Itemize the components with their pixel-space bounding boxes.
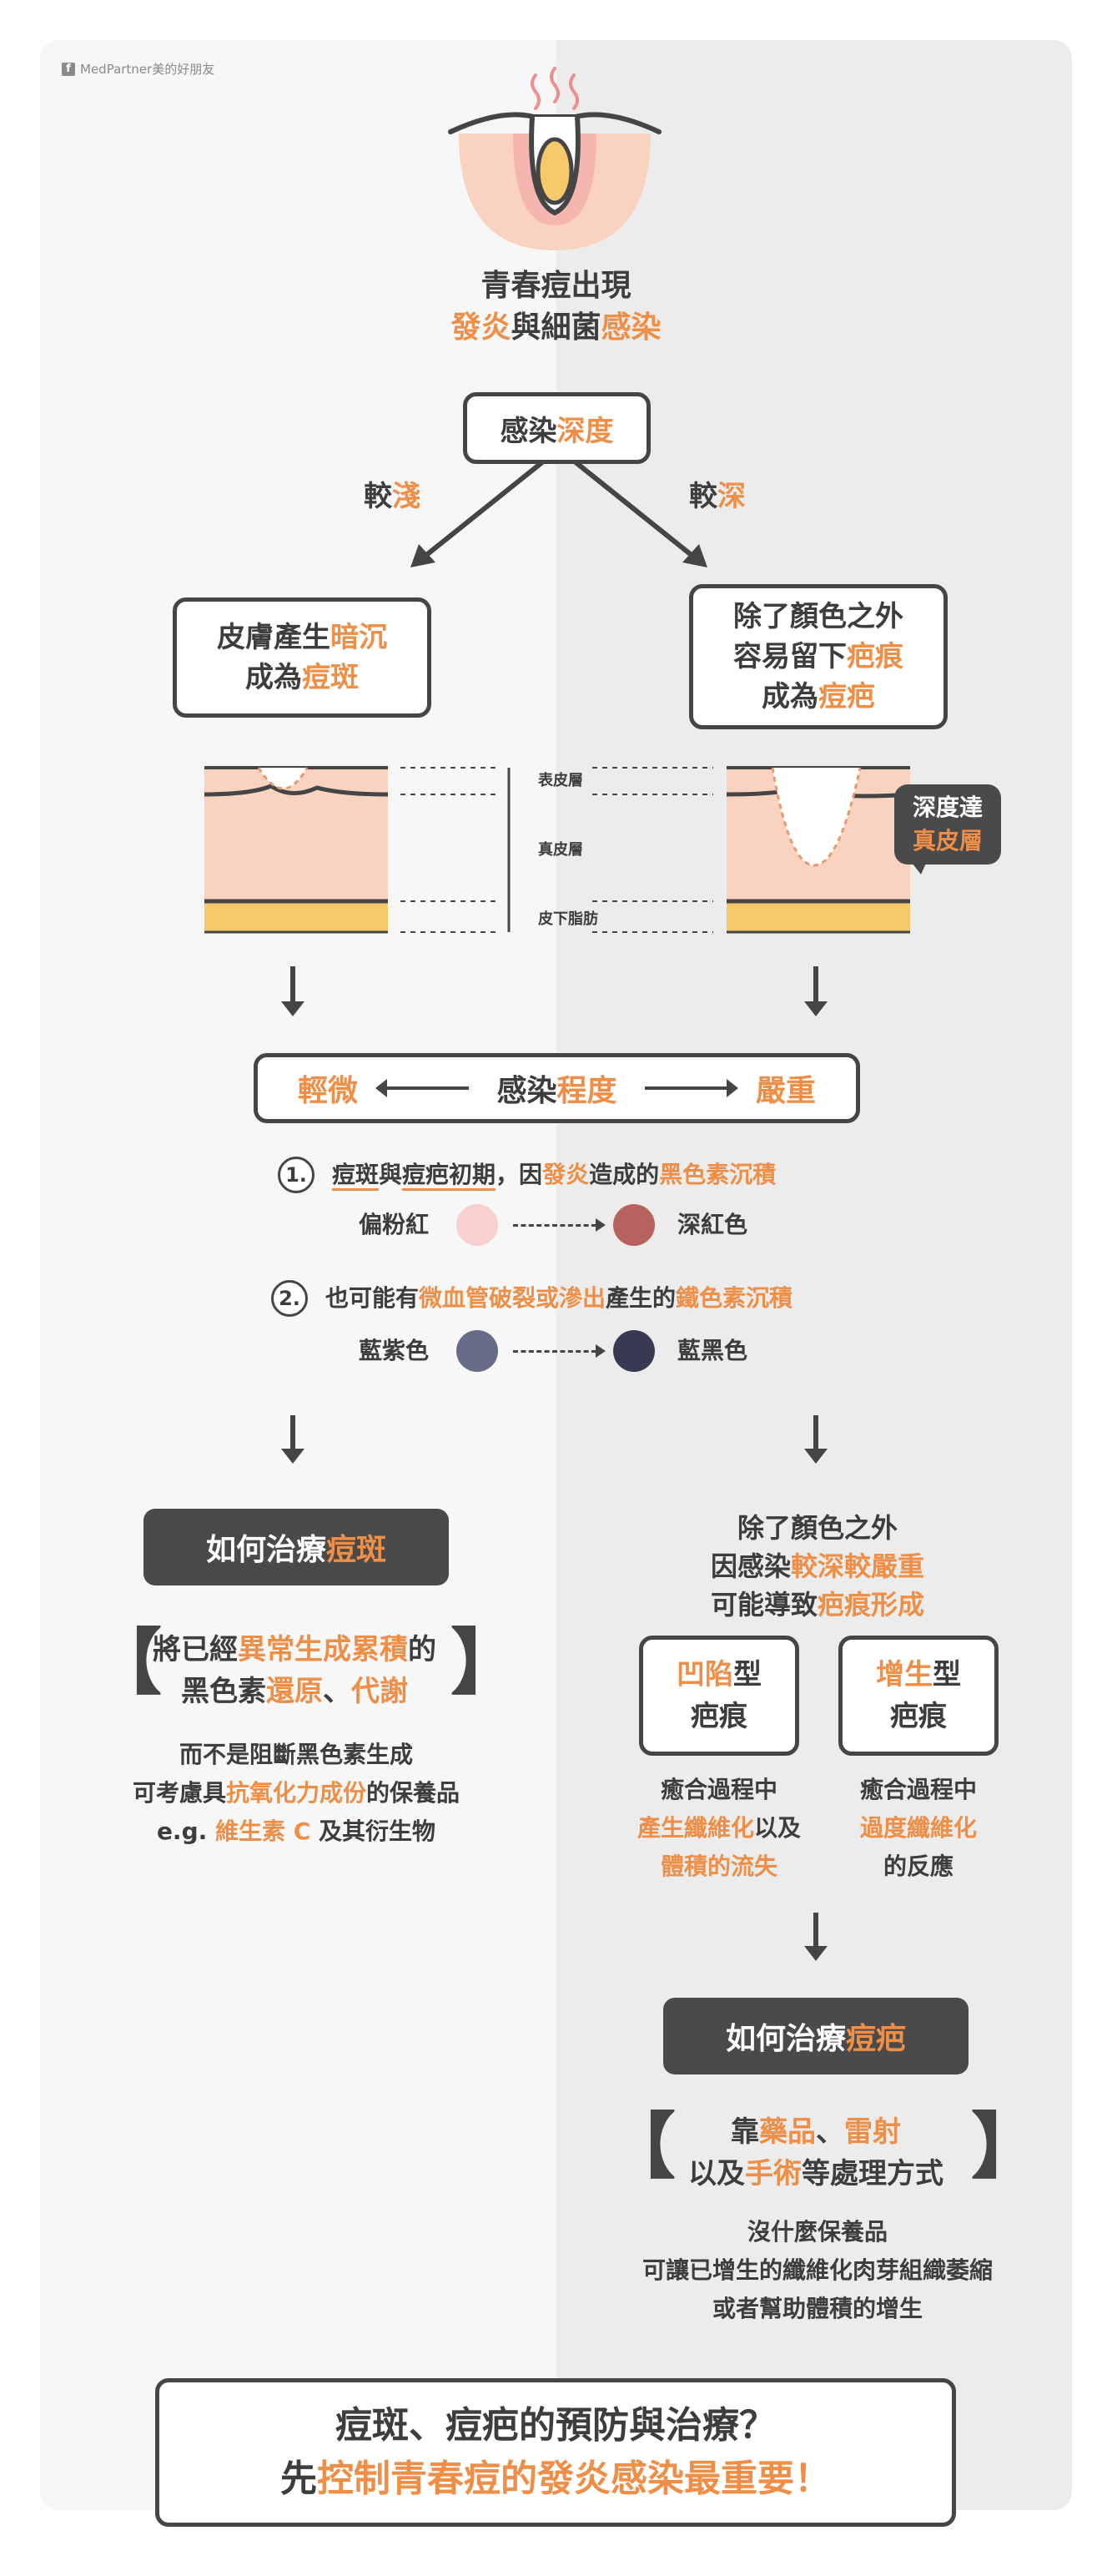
arrow-down (281, 1415, 304, 1464)
pink-swatch (456, 1204, 498, 1246)
right-result-box: 除了顏色之外 容易留下疤痕 成為痘疤 (689, 584, 948, 729)
point-1-dotted-arrow (513, 1224, 596, 1227)
severity-arrow-left (375, 1079, 470, 1097)
left-bracket-close: 】 (450, 1621, 522, 1705)
top-title: 青春痘出現 發炎與細菌感染 (334, 265, 778, 349)
severity-title: 感染程度 (496, 1074, 617, 1108)
label-subcutaneous: 皮下脂肪 (538, 910, 598, 928)
scar-cause-text: 除了顏色之外 因感染較深較嚴重 可能導致疤痕形成 (710, 1512, 925, 1621)
treat-spots-title: 如何治療痘斑 (143, 1509, 449, 1585)
footer-line2: 先控制青春痘的發炎感染最重要！ (280, 2458, 831, 2500)
branch-label-deep: 較深 (689, 480, 746, 513)
point-2-to-label: 藍黑色 (677, 1337, 748, 1364)
atrophic-scar-box: 凹陷型 疤痕 (639, 1636, 799, 1756)
severity-mild: 輕微 (298, 1074, 359, 1108)
severity-box: 輕微 感染程度 嚴重 (254, 1053, 860, 1123)
watermark: f MedPartner美的好朋友 (62, 60, 214, 78)
right-bracket-close: 】 (971, 2105, 1043, 2189)
blue-black-swatch (613, 1330, 655, 1372)
skin-layers-deep (726, 766, 911, 934)
dermis-depth-callout: 深度達 真皮層 (894, 784, 1001, 865)
point-1-text: 痘斑與痘疤初期，因發炎造成的黑色素沉積 (332, 1157, 776, 1193)
hypertrophic-scar-desc: 癒合過程中 過度纖維化 的反應 (859, 1776, 977, 1880)
callout-tail (909, 860, 928, 875)
left-bracket-open: 【 (90, 1621, 162, 1705)
footer-box: 痘斑、痘疤的預防與治療？ 先控制青春痘的發炎感染最重要！ (155, 2378, 956, 2527)
arrow-down (804, 1415, 828, 1464)
point-1-number: 1. (278, 1157, 314, 1193)
branch-label-shallow: 較淺 (364, 480, 420, 513)
facebook-icon: f (62, 62, 75, 76)
point-2-text: 也可能有微血管破裂或滲出產生的鐵色素沉積 (325, 1284, 793, 1312)
left-result-box: 皮膚產生暗沉 成為痘斑 (173, 597, 431, 718)
treat-spots-quote: 將已經異常生成累積的 黑色素還原、代謝 (153, 1633, 436, 1708)
hypertrophic-scar-box: 增生型 疤痕 (838, 1636, 999, 1756)
point-1-to-label: 深紅色 (677, 1211, 748, 1238)
top-title-line1: 青春痘出現 (481, 269, 631, 303)
severity-arrow-right (644, 1079, 738, 1097)
label-dermis: 真皮層 (538, 841, 583, 859)
skin-layers-shallow (204, 766, 389, 934)
top-title-line2: 發炎與細菌感染 (450, 310, 662, 345)
treat-scars-title: 如何治療痘疤 (663, 1998, 969, 2074)
treat-scars-quote: 靠藥品、雷射 以及手術等處理方式 (688, 2115, 943, 2190)
right-bracket-open: 【 (604, 2105, 676, 2189)
arrow-down (804, 1913, 828, 1961)
branch-arrows (410, 460, 707, 567)
point-1-arrowhead (596, 1218, 606, 1232)
layer-guide-lines (400, 767, 713, 933)
acne-illustration (448, 67, 662, 250)
severity-severe: 嚴重 (755, 1074, 816, 1108)
atrophic-scar-desc: 癒合過程中 產生纖維化以及 體積的流失 (637, 1776, 802, 1880)
footer-line1: 痘斑、痘疤的預防與治療？ (335, 2404, 776, 2447)
point-2-arrowhead (596, 1344, 606, 1358)
arrow-down (281, 966, 304, 1016)
arrow-down (804, 966, 828, 1016)
treat-spots-desc: 而不是阻斷黑色素生成 可考慮具抗氧化力成份的保養品 e.g. 維生素 C 及其衍… (132, 1741, 460, 1845)
point-1-from-label: 偏粉紅 (359, 1211, 430, 1238)
blue-purple-swatch (456, 1330, 498, 1372)
dark-red-swatch (613, 1204, 655, 1246)
point-2-dotted-arrow (513, 1350, 596, 1353)
treat-scars-desc: 沒什麼保養品 可讓已增生的纖維化肉芽組織萎縮 或者幫助體積的增生 (642, 2218, 993, 2322)
label-epidermis: 表皮層 (538, 772, 583, 789)
point-2-from-label: 藍紫色 (359, 1337, 430, 1364)
watermark-text: MedPartner美的好朋友 (80, 62, 215, 77)
point-2-number: 2. (271, 1280, 308, 1317)
infection-depth-box: 感染深度 (463, 392, 651, 464)
